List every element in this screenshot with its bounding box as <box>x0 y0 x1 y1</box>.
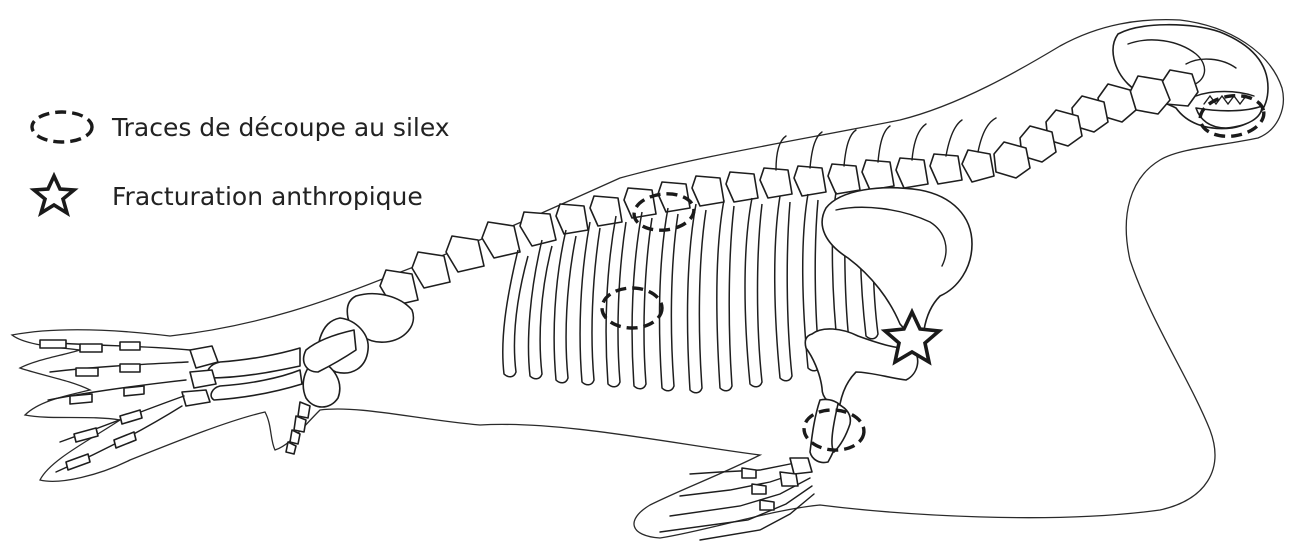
dashed-ellipse-icon <box>32 112 92 142</box>
legend-item-cut-marks: Traces de découpe au silex <box>32 112 450 142</box>
legend-label-cut-marks: Traces de découpe au silex <box>111 113 450 142</box>
seal-body-outline <box>12 20 1283 538</box>
legend-item-fracture: Fracturation anthropique <box>34 176 423 213</box>
legend: Traces de découpe au silex Fracturation … <box>32 112 450 213</box>
star-icon <box>34 176 74 213</box>
legend-label-fracture: Fracturation anthropique <box>112 182 423 211</box>
